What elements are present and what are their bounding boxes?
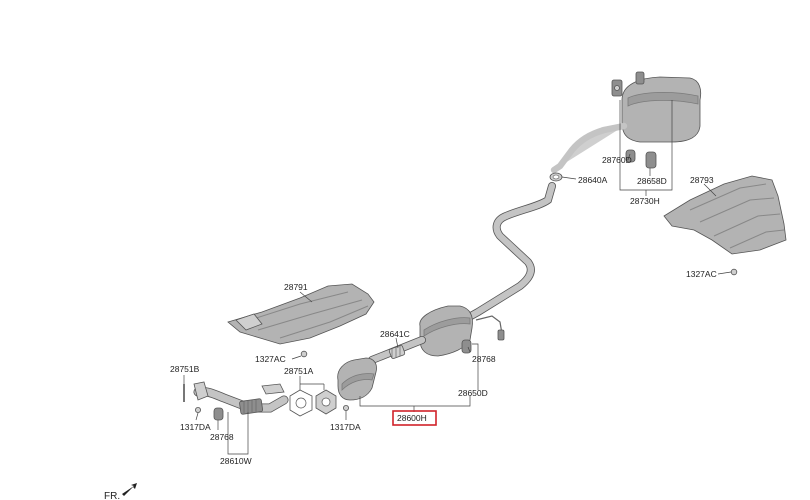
label-28768-left: 28768: [210, 432, 234, 442]
bolt-1327ac-left[interactable]: [300, 350, 308, 358]
highlight-box: [392, 410, 437, 426]
center-muffler[interactable]: [419, 305, 505, 357]
clamp-28640a[interactable]: [549, 172, 563, 182]
label-28751b: 28751B: [170, 364, 200, 374]
gasket-ring[interactable]: [289, 389, 313, 417]
arrow-icon: [122, 483, 137, 496]
label-28751a: 28751A: [284, 366, 314, 376]
gasket-28641c[interactable]: [388, 345, 406, 359]
gasket-28751a[interactable]: [315, 389, 337, 415]
label-28793: 28793: [690, 175, 714, 185]
nut-1317da-left[interactable]: [194, 406, 201, 413]
fr-label: FR.: [104, 491, 120, 500]
label-28610w: 28610W: [220, 456, 252, 466]
hanger-28768-left[interactable]: [213, 407, 224, 421]
front-pipe[interactable]: [193, 381, 289, 415]
label-1327ac-right: 1327AC: [686, 269, 717, 279]
front-direction-indicator: FR.: [104, 483, 137, 500]
part-labels: 28791 1327AC 28641C 28768 28650D 28751B …: [170, 155, 717, 466]
label-28760d: 28760D: [602, 155, 632, 165]
catalytic-converter[interactable]: [337, 357, 377, 401]
heat-shield-28793[interactable]: [663, 175, 787, 255]
rear-muffler[interactable]: [611, 71, 702, 143]
bolt-1327ac-right[interactable]: [730, 268, 738, 276]
label-1327ac-left: 1327AC: [255, 354, 286, 364]
label-1317da-mid: 1317DA: [330, 422, 361, 432]
heat-shield-28791[interactable]: [227, 283, 375, 345]
label-28791: 28791: [284, 282, 308, 292]
label-28650d: 28650D: [458, 388, 488, 398]
label-28730h: 28730H: [630, 196, 660, 206]
rear-pipe[interactable]: [550, 122, 628, 174]
label-28658d: 28658D: [637, 176, 667, 186]
nut-1317da-mid[interactable]: [342, 404, 349, 411]
center-pipe[interactable]: [456, 182, 556, 326]
label-28600h: 28600H: [397, 413, 427, 423]
label-28640a: 28640A: [578, 175, 608, 185]
label-28768-mid: 28768: [472, 354, 496, 364]
label-28641c: 28641C: [380, 329, 410, 339]
label-1317da-left: 1317DA: [180, 422, 211, 432]
